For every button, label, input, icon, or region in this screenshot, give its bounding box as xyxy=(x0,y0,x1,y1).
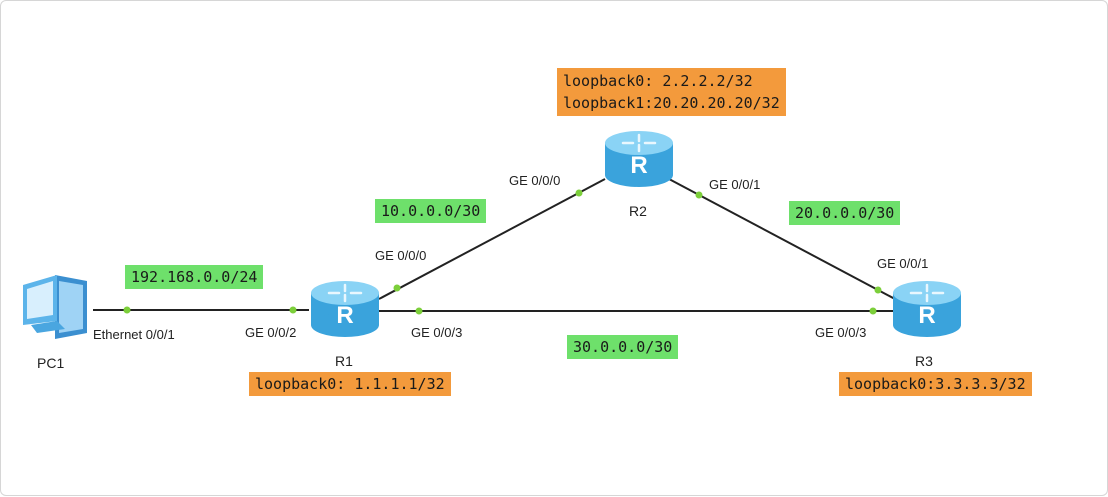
network-label-r2-r3: 20.0.0.0/30 xyxy=(789,201,901,225)
port-dot-pc1 xyxy=(123,306,131,314)
port-dot-r2-ge001 xyxy=(695,191,703,199)
device-name-r1: R1 xyxy=(335,353,353,369)
port-label-r3-ge001: GE 0/0/1 xyxy=(877,256,929,271)
device-name-r2: R2 xyxy=(629,203,647,219)
link-r1-r2 xyxy=(378,178,606,300)
router-icon[interactable]: R xyxy=(309,279,381,339)
router-icon[interactable]: R xyxy=(891,279,963,339)
port-dot-r3-ge001 xyxy=(874,286,882,294)
port-dot-r2-ge000 xyxy=(575,189,583,197)
port-label-r3-ge003: GE 0/0/3 xyxy=(815,325,867,340)
network-label-pc1-r1: 192.168.0.0/24 xyxy=(125,265,264,289)
loopback-label-r3: loopback0:3.3.3.3/32 xyxy=(839,372,1032,396)
loopback-r2-line1: loopback0: 2.2.2.2/32 xyxy=(563,72,753,90)
pc-icon[interactable] xyxy=(17,271,97,343)
network-label-r1-r2: 10.0.0.0/30 xyxy=(375,199,487,223)
loopback-r2-line2: loopback1:20.20.20.20/32 xyxy=(563,94,780,112)
port-label-r2-ge000: GE 0/0/0 xyxy=(509,173,561,188)
router-glyph: R xyxy=(918,302,935,329)
loopback-label-r1: loopback0: 1.1.1.1/32 xyxy=(249,372,451,396)
port-label-r1-ge000: GE 0/0/0 xyxy=(375,248,427,263)
port-label-r1-ge002: GE 0/0/2 xyxy=(245,325,297,340)
router-glyph: R xyxy=(630,152,647,179)
port-dot-r1-ge003 xyxy=(415,307,423,315)
device-name-pc1: PC1 xyxy=(37,355,65,371)
router-glyph: R xyxy=(336,302,353,329)
port-label-r1-ge003: GE 0/0/3 xyxy=(411,325,463,340)
port-dot-r1-ge000 xyxy=(393,284,401,292)
device-name-r3: R3 xyxy=(915,353,933,369)
loopback-label-r2: loopback0: 2.2.2.2/32 loopback1:20.20.20… xyxy=(557,68,786,116)
link-r2-r3 xyxy=(668,178,896,300)
network-label-r1-r3: 30.0.0.0/30 xyxy=(567,335,679,359)
port-label-pc1-ethernet: Ethernet 0/0/1 xyxy=(93,327,175,342)
router-icon[interactable]: R xyxy=(603,129,675,189)
port-dot-r1-ge002 xyxy=(289,306,297,314)
port-dot-r3-ge003 xyxy=(869,307,877,315)
port-label-r2-ge001: GE 0/0/1 xyxy=(709,177,761,192)
